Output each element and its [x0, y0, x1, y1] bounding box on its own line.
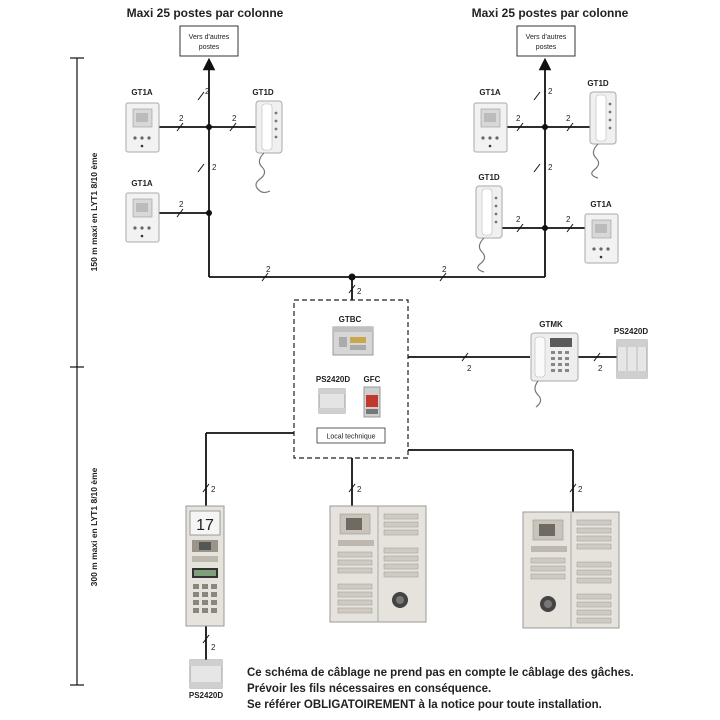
note-line-1: Ce schéma de câblage ne prend pas en com…: [247, 667, 634, 679]
local-technique-label: Local technique: [316, 427, 386, 444]
svg-text:2: 2: [566, 114, 571, 123]
svg-text:2: 2: [232, 114, 237, 123]
svg-text:GT1A: GT1A: [479, 88, 501, 97]
header-left: Maxi 25 postes par colonne: [127, 6, 284, 20]
door-panel-two-column: [329, 505, 427, 623]
svg-text:postes: postes: [536, 44, 557, 51]
svg-text:2: 2: [357, 287, 362, 296]
door-panel-two-column-right: [522, 511, 620, 629]
svg-text:2: 2: [179, 200, 184, 209]
svg-text:2: 2: [467, 364, 472, 373]
svg-text:2: 2: [179, 114, 184, 123]
gt1a-monitor-right-bottom: GT1A: [584, 200, 619, 264]
svg-text:2: 2: [211, 485, 216, 494]
gt1d-handset-right-bottom: GT1D: [475, 173, 503, 273]
gfc-module: [363, 386, 381, 418]
svg-text:Vers d'autres: Vers d'autres: [189, 34, 230, 41]
door-panel-keypad: 17: [185, 505, 225, 627]
gtbc-label: GTBC: [339, 315, 362, 324]
svg-text:GT1D: GT1D: [252, 88, 274, 97]
svg-text:GT1A: GT1A: [131, 179, 153, 188]
svg-text:GT1D: GT1D: [478, 173, 500, 182]
svg-text:Vers d'autres: Vers d'autres: [526, 34, 567, 41]
ps2420d-power-supply-right: PS2420D: [614, 327, 648, 379]
svg-text:150 m maxi en LYT1 8/10 ème: 150 m maxi en LYT1 8/10 ème: [89, 152, 99, 271]
svg-text:GT1A: GT1A: [131, 88, 153, 97]
svg-text:PS2420D: PS2420D: [614, 327, 648, 336]
svg-text:2: 2: [516, 114, 521, 123]
svg-text:2: 2: [516, 215, 521, 224]
svg-text:300 m maxi en LYT1 8/10 ème: 300 m maxi en LYT1 8/10 ème: [89, 467, 99, 586]
gt1a-monitor-left-top: GT1A: [125, 88, 160, 153]
svg-text:2: 2: [442, 265, 447, 274]
installation-note: Ce schéma de câblage ne prend pas en com…: [247, 665, 707, 713]
svg-text:PS2420D: PS2420D: [189, 691, 223, 700]
svg-text:Local technique: Local technique: [326, 434, 375, 441]
gtbc-module: [332, 326, 374, 356]
gt1a-monitor-left-bottom: GT1A: [125, 179, 160, 243]
svg-text:2: 2: [548, 87, 553, 96]
gt1a-monitor-right-top: GT1A: [473, 88, 508, 153]
destination-box-right: Vers d'autres postes: [516, 25, 576, 57]
svg-text:2: 2: [598, 364, 603, 373]
svg-text:2: 2: [212, 163, 217, 172]
svg-text:2: 2: [578, 485, 583, 494]
gt1d-handset-left: GT1D: [252, 88, 283, 194]
header-right: Maxi 25 postes par colonne: [472, 6, 629, 20]
svg-text:GT1D: GT1D: [587, 79, 609, 88]
destination-box-left: Vers d'autres postes: [179, 25, 239, 57]
junctions: [206, 124, 548, 281]
gfc-label: GFC: [364, 375, 381, 384]
gt1d-handset-right-top: GT1D: [587, 79, 617, 179]
svg-text:GT1A: GT1A: [590, 200, 612, 209]
note-line-3: Se référer OBLIGATOIREMENT à la notice p…: [247, 699, 602, 711]
panel-number: 17: [196, 517, 214, 534]
svg-text:2: 2: [266, 265, 271, 274]
svg-text:2: 2: [548, 163, 553, 172]
note-line-2: Prévoir les fils nécessaires en conséque…: [247, 683, 492, 695]
svg-text:postes: postes: [199, 44, 220, 51]
svg-text:GTMK: GTMK: [539, 320, 563, 329]
ps2420d-power-supply-bottom: PS2420D: [189, 659, 223, 700]
svg-text:2: 2: [566, 215, 571, 224]
svg-text:2: 2: [205, 87, 210, 96]
distance-marker-bottom: 300 m maxi en LYT1 8/10 ème: [70, 367, 99, 686]
svg-text:2: 2: [357, 485, 362, 494]
svg-text:2: 2: [211, 643, 216, 652]
distance-marker-top: 150 m maxi en LYT1 8/10 ème: [70, 57, 99, 368]
gtmk-guard-station: GTMK: [530, 320, 579, 408]
ps2420d-power-supply-tech: [318, 388, 346, 414]
technical-room: GTBC PS2420D GFC Local technique: [293, 299, 409, 459]
wire-count-markers: 2 2 2 2 2 2 2 2 2 2 2 2 2 2 2 2 2 2 2 2: [176, 87, 603, 652]
ps2420d-label-tech: PS2420D: [316, 375, 350, 384]
